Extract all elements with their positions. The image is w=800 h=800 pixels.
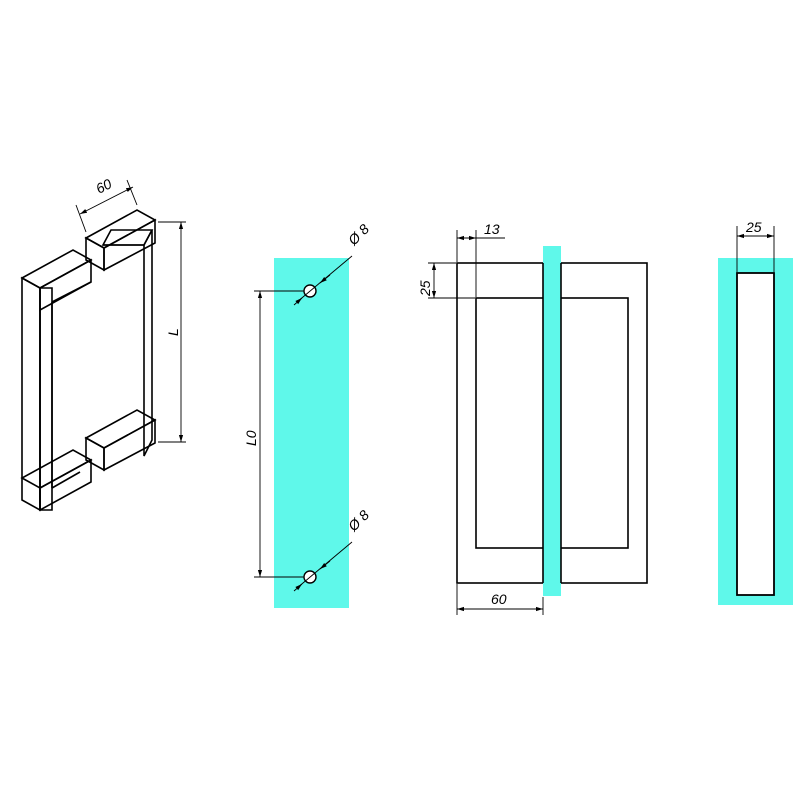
dim-length-L: L [158,221,186,443]
top-back-block [84,209,157,272]
dim-side-width-label: 60 [491,591,507,607]
dim-depth-label: 25 [417,280,433,297]
dim-offset-13: 13 [456,221,505,297]
dim-center-distance: L0 [243,290,304,578]
dim-section-width-label: 25 [745,219,762,235]
glass-panel-view: Ø 8 Ø 8 L0 [243,221,372,608]
dim-width-60-side: 60 [456,584,544,615]
bottom-back-block [84,409,157,472]
dim-section-width-25: 25 [736,219,775,272]
section-tube-outline [736,272,775,596]
isometric-view: 60 L [20,175,186,512]
dim-length-label: L [165,328,181,336]
glass-panel [274,258,349,608]
dim-depth-25: 25 [417,262,475,299]
glass-strip [543,246,561,596]
dim-width-label: 60 [93,175,114,196]
side-view: 13 25 60 [417,221,648,615]
front-frame [20,249,93,512]
dim-center-distance-label: L0 [243,430,259,446]
back-bar [101,229,154,457]
dim-offset-label: 13 [484,221,500,237]
dim-width-60: 60 [75,175,138,233]
dim-hole-top-label: Ø 8 [344,221,372,249]
section-view: 25 [718,219,793,605]
